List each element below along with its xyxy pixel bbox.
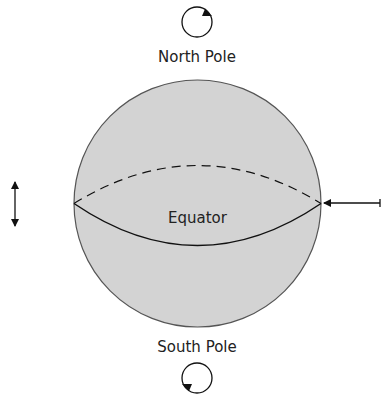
equator-label: Equator xyxy=(168,209,227,227)
north-rotation-symbol xyxy=(182,7,212,37)
equator-front xyxy=(74,204,321,246)
equator-back xyxy=(74,166,321,204)
pole-label: South Pole xyxy=(157,338,236,356)
vertical-arrow xyxy=(14,182,15,226)
pole-label: North Pole xyxy=(158,48,236,66)
south-rotation-symbol xyxy=(182,363,212,393)
horizontal-arrow xyxy=(324,202,380,203)
sphere-outline xyxy=(73,79,322,328)
arrow-tick xyxy=(379,199,380,207)
sphere: Equator xyxy=(73,79,322,328)
